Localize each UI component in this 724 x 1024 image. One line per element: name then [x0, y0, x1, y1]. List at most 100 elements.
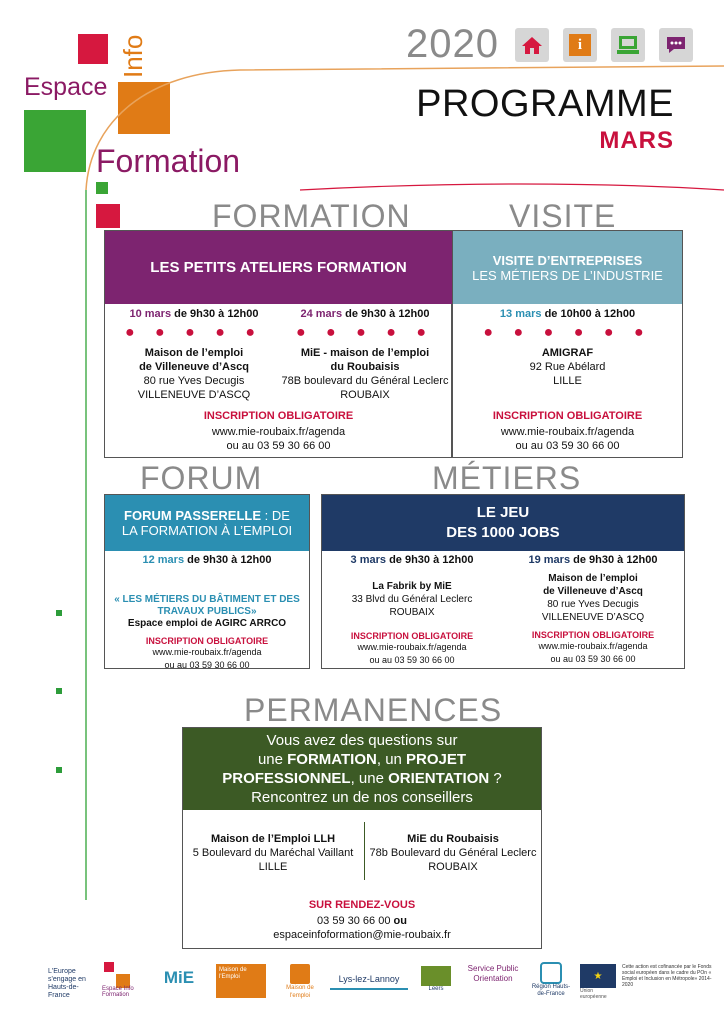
place-city: VILLENEUVE D’ASCQ [137, 389, 251, 401]
visite-time: de 10h00 à 12h00 [541, 308, 636, 320]
permanences-ou: ou [390, 915, 407, 927]
place-name: Maison de l’emploi [548, 573, 638, 584]
footer-logo-leers: Leers [418, 966, 454, 996]
rdv-label: SUR RENDEZ-VOUS [308, 899, 416, 911]
forum-theme: « LES MÉTIERS DU BÂTIMENT ET DES [114, 594, 300, 605]
inscription-label: INSCRIPTION OBLIGATOIRE [145, 636, 269, 646]
permanences-text: ? [489, 770, 502, 787]
inscription-label: INSCRIPTION OBLIGATOIRE [492, 410, 643, 422]
forum-header: FORUM PASSERELLE : DE LA FORMATION À L’E… [105, 495, 309, 551]
permanences-divider [364, 822, 365, 880]
ateliers-header: LES PETITS ATELIERS FORMATION [105, 231, 452, 304]
ateliers-right: 24 mars de 9h30 à 12h00 ● ● ● ● ● MiE - … [280, 308, 450, 402]
permanences-contact: SUR RENDEZ-VOUS 03 59 30 66 00 ou espace… [183, 898, 541, 942]
permanences-keyword: PROFESSIONNEL [222, 770, 351, 787]
place-address: 80 rue Yves Decugis [143, 375, 245, 387]
decorative-dot [56, 610, 62, 616]
logo-square-green [24, 110, 86, 172]
jeu-title: LE JEU [476, 504, 530, 521]
place-address: 33 Blvd du Général Leclerc [351, 594, 473, 605]
permanences-text: , un [376, 751, 407, 768]
email-link[interactable]: espaceinfoformation@mie-roubaix.fr [273, 929, 451, 941]
forum-date: 12 mars [142, 554, 185, 566]
chat-icon[interactable] [659, 28, 693, 62]
forum-time: de 9h30 à 12h00 [184, 554, 272, 566]
logo-square-small-red [96, 204, 120, 228]
decorative-dot [56, 688, 62, 694]
visite-subtitle: LES MÉTIERS DE L’INDUSTRIE [472, 267, 663, 283]
decorative-dot [56, 767, 62, 773]
agenda-link[interactable]: www.mie-roubaix.fr/agenda [152, 647, 262, 657]
place-address: 92 Rue Abélard [529, 361, 606, 373]
footer-logo-maison-emploi-2: Maison de l'emploi [276, 964, 324, 1000]
section-formation: FORMATION [212, 198, 411, 234]
jeu-left: 3 mars de 9h30 à 12h00 La Fabrik by MiE … [322, 554, 502, 667]
logo-text-formation: Formation [96, 143, 241, 179]
jeu-left-time: de 9h30 à 12h00 [386, 554, 474, 566]
jeu-right-time: de 9h30 à 12h00 [570, 554, 658, 566]
agenda-link[interactable]: www.mie-roubaix.fr/agenda [538, 641, 648, 651]
section-forum: FORUM [140, 460, 263, 496]
footer-logo-maison-emploi: Maison de l'Emploi [216, 964, 266, 998]
jeu-header: LE JEU DES 1000 JOBS [322, 495, 684, 551]
home-icon[interactable] [515, 28, 549, 62]
dots-decoration: ● ● ● ● ● [124, 324, 264, 341]
place-name: MiE du Roubaisis [407, 833, 499, 845]
footer-logo-orientation: Service Public Orientation [467, 964, 519, 983]
phone-number: ou au 03 59 30 66 00 [515, 440, 620, 452]
place-address: 5 Boulevard du Maréchal Vaillant [192, 847, 354, 859]
place-name: AMIGRAF [541, 347, 594, 359]
permanences-header: Vous avez des questions sur une FORMATIO… [183, 728, 541, 810]
place-name: du Roubaisis [330, 361, 400, 373]
logo-square-red [78, 34, 108, 64]
ateliers-inscription: INSCRIPTION OBLIGATOIRE www.mie-roubaix.… [105, 409, 452, 453]
place-name: de Villeneuve d’Ascq [139, 361, 249, 373]
place-city: VILLENEUVE D’ASCQ [541, 612, 645, 623]
visite-title: VISITE D’ENTREPRISES [492, 252, 643, 268]
ateliers-left-time: de 9h30 à 12h00 [171, 308, 259, 320]
place-city: ROUBAIX [389, 607, 435, 618]
agenda-link[interactable]: www.mie-roubaix.fr/agenda [357, 642, 467, 652]
section-metiers: MÉTIERS [432, 460, 582, 496]
place-city: LILLE [258, 861, 288, 873]
place-city: ROUBAIX [428, 861, 478, 873]
section-visite: VISITE [509, 198, 617, 234]
forum-subtitle: LA FORMATION À L’EMPLOI [121, 523, 293, 538]
phone-number: ou au 03 59 30 66 00 [164, 660, 250, 670]
agenda-link[interactable]: www.mie-roubaix.fr/agenda [500, 426, 635, 438]
ateliers-right-date: 24 mars [300, 308, 343, 320]
page-title: PROGRAMME [416, 83, 674, 125]
place-name: de Villeneuve d’Ascq [543, 586, 643, 597]
agenda-link[interactable]: www.mie-roubaix.fr/agenda [211, 426, 346, 438]
place-address: 80 rue Yves Decugis [547, 599, 639, 610]
place-address: 78b Boulevard du Général Leclerc [369, 847, 537, 859]
jeu-subtitle: DES 1000 JOBS [446, 524, 560, 541]
ateliers-left: 10 mars de 9h30 à 12h00 ● ● ● ● ● Maison… [108, 308, 280, 402]
forum-title-rest: : DE [261, 508, 290, 523]
place-address: 78B boulevard du Général Leclerc [281, 375, 449, 387]
place-name: La Fabrik by MiE [372, 581, 452, 592]
place-city: LILLE [553, 375, 582, 387]
ateliers-title: LES PETITS ATELIERS FORMATION [150, 259, 407, 276]
permanences-text: une [257, 751, 288, 768]
place-name: Maison de l’Emploi LLH [210, 833, 336, 845]
inscription-label: INSCRIPTION OBLIGATOIRE [531, 630, 655, 640]
permanences-keyword: FORMATION [287, 751, 377, 768]
permanences-line: Vous avez des questions sur [266, 732, 458, 749]
permanences-left: Maison de l’Emploi LLH 5 Boulevard du Ma… [183, 832, 363, 874]
permanences-keyword: PROJET [406, 751, 467, 768]
footer-logo-europe: L'Europe s'engage en Hauts-de-France [48, 968, 86, 999]
place-name: MiE - maison de l’emploi [300, 347, 430, 359]
visite-details: 13 mars de 10h00 à 12h00 ● ● ● ● ● ● AMI… [453, 308, 682, 388]
jeu-right-date: 19 mars [528, 554, 571, 566]
forum-title: FORUM PASSERELLE [124, 508, 262, 523]
place-city: ROUBAIX [340, 389, 390, 401]
permanences-keyword: ORIENTATION [388, 770, 490, 787]
computer-icon[interactable] [611, 28, 645, 62]
footer-logo-mie: MiE [163, 968, 195, 987]
info-icon[interactable]: i [563, 28, 597, 62]
page-month: MARS [599, 127, 674, 154]
inscription-label: INSCRIPTION OBLIGATOIRE [350, 631, 474, 641]
place-name: Espace emploi de AGIRC ARRCO [127, 618, 287, 629]
inscription-label: INSCRIPTION OBLIGATOIRE [203, 410, 354, 422]
